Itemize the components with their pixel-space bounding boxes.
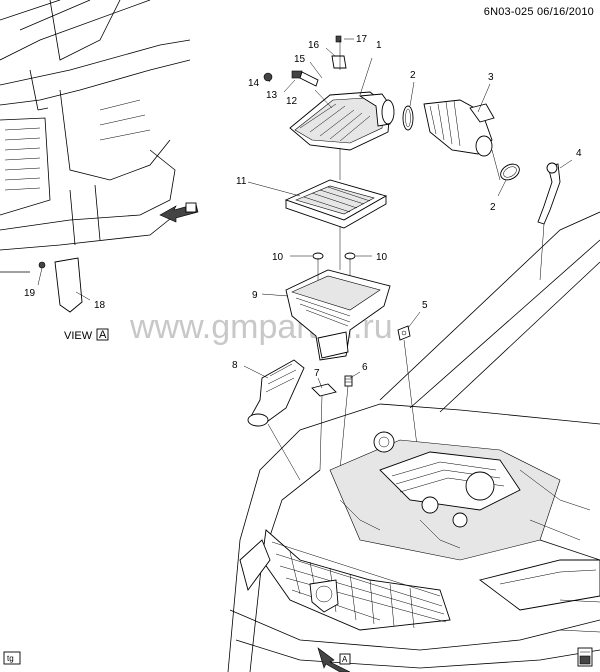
part-8-intake-duct: [247, 359, 305, 427]
callout-11: 11: [236, 176, 247, 187]
view-a-inset: [0, 0, 199, 313]
arrow-letter-box: [339, 653, 351, 665]
callout-8: 8: [232, 360, 238, 371]
diagram-header: 6N03-025 06/16/2010: [484, 6, 594, 18]
callout-7: 7: [314, 368, 320, 379]
view-letter: A: [99, 329, 107, 341]
callout-4: 4: [576, 148, 582, 159]
callout-17: 17: [356, 34, 368, 45]
tg-box: [3, 651, 21, 665]
callout-14: 14: [248, 78, 260, 89]
callout-12: 12: [286, 96, 298, 107]
air-cleaner-lower-housing: [285, 269, 391, 361]
callout-10-right: 10: [376, 252, 388, 263]
air-cleaner-upper-housing: [289, 91, 395, 151]
part-6-bolt: [344, 375, 353, 387]
tg-tag: tg: [7, 654, 14, 663]
grommets: [312, 252, 356, 260]
vehicle-front-view: [227, 211, 600, 672]
callout-6: 6: [362, 362, 368, 373]
diagram-id: 6N03-025: [483, 6, 534, 18]
callout-3: 3: [488, 72, 494, 83]
view-label: VIEW: [64, 330, 93, 342]
assembly-lines: [267, 40, 545, 481]
callout-1: 1: [376, 40, 382, 51]
arrow-letter: A: [342, 655, 348, 664]
callout-2-upper: 2: [410, 70, 416, 81]
callout-10-left: 10: [272, 252, 284, 263]
callout-5: 5: [422, 300, 428, 311]
clamp-lower: [500, 163, 520, 181]
part-7-pad: [311, 383, 337, 397]
callout-13: 13: [266, 90, 278, 101]
callout-15: 15: [294, 54, 306, 65]
callout-16: 16: [308, 40, 320, 51]
diagram-corner-icon: [577, 647, 593, 667]
air-filter-element: [284, 179, 388, 229]
clamp-upper: [402, 105, 414, 131]
callout-18: 18: [94, 300, 106, 311]
part-5-fitting: [397, 325, 411, 341]
diagram-date: 06/16/2010: [536, 6, 594, 18]
callout-9: 9: [252, 290, 258, 301]
vent-hose: [537, 162, 561, 225]
air-outlet-duct: [423, 99, 495, 157]
view-letter-box: [96, 328, 109, 341]
callout-2-lower: 2: [490, 202, 496, 213]
callout-19: 19: [24, 288, 36, 299]
